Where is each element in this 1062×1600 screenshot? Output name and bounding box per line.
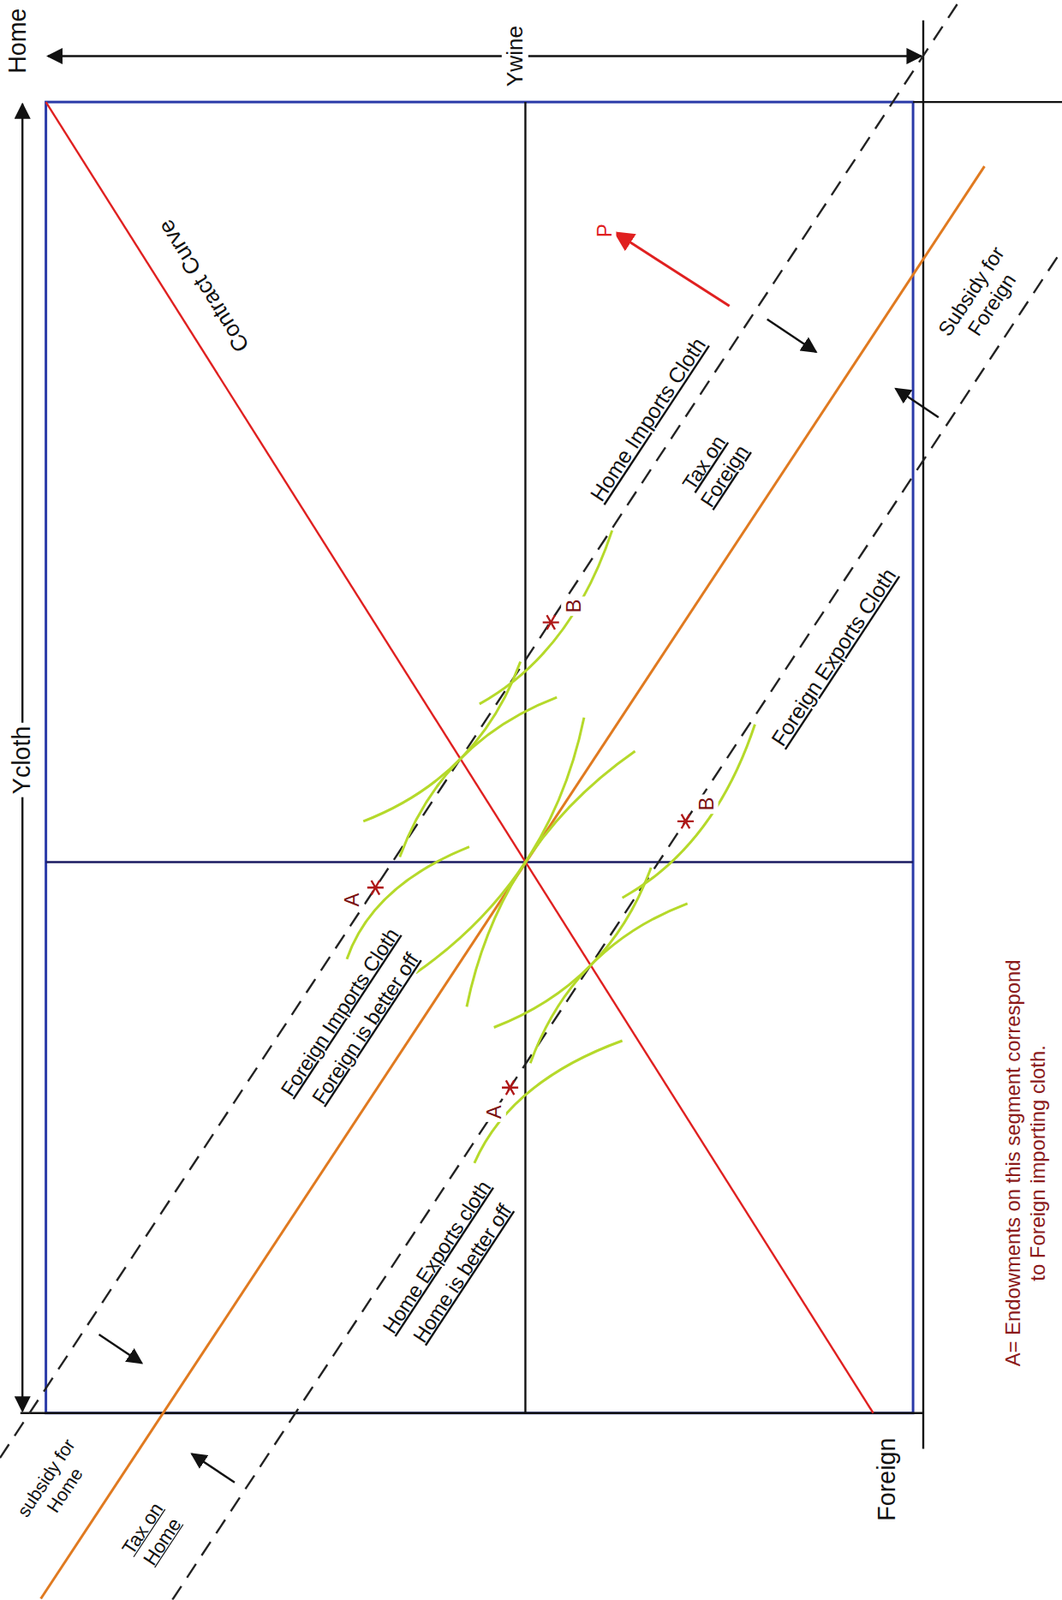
point-label: A [340,889,365,910]
corner-label: Foreign [872,1434,902,1524]
indifference-curve [622,724,756,898]
wine-dimension-arrow [47,54,922,57]
shift-label: Subsidy for Foreign [926,232,1036,364]
price-line [41,166,985,1599]
price-normal-arrow [614,232,729,307]
note-text: A= Endowments on this segment correspond… [1001,945,1051,1380]
indifference-curve [415,717,585,973]
shift-arrow [191,1453,235,1482]
box-outline [46,101,913,1414]
dashed-budget-line [172,250,1062,1600]
endowment-stars [367,614,694,1095]
indifference-curve [399,697,557,857]
shift-arrow [99,1334,143,1363]
indifference-curve [346,847,470,960]
frame-line [922,20,925,1450]
star-mark [677,814,694,830]
indifference-curve [494,867,651,1027]
curve-label: Contract Curve [150,211,257,359]
shift-arrow [767,319,817,353]
indifference-curve [474,1040,623,1164]
shift-label: Tax on Foreign [666,414,762,524]
point-label: B [693,793,719,814]
frame-line [20,1412,924,1415]
shift-label: subsidy for Home [10,1430,102,1539]
indifference-curve [479,530,613,704]
endowment-horizontal [46,860,913,863]
frame-line [912,101,1062,103]
point-label: B [560,596,586,616]
axis-label: Ycloth [7,722,37,798]
indifference-curve [530,903,687,1063]
endowment-vertical [524,101,526,1414]
star-mark [367,880,384,895]
vector-label: P [591,220,617,241]
dashed-budget-line [0,0,961,1458]
contract-curve [46,101,874,1414]
corner-label: Home [3,5,33,77]
axis-label: Ywine [501,22,529,90]
shift-label: Tax on Home [110,1487,195,1582]
indifference-curves [346,530,755,1164]
point-label: A [481,1102,507,1122]
indifference-curve [363,661,520,821]
indifference-curve [466,751,636,1007]
star-mark [542,614,560,630]
line-label: Foreign Exports Cloth [763,560,903,753]
shift-arrow [895,388,939,418]
star-mark [501,1079,519,1095]
